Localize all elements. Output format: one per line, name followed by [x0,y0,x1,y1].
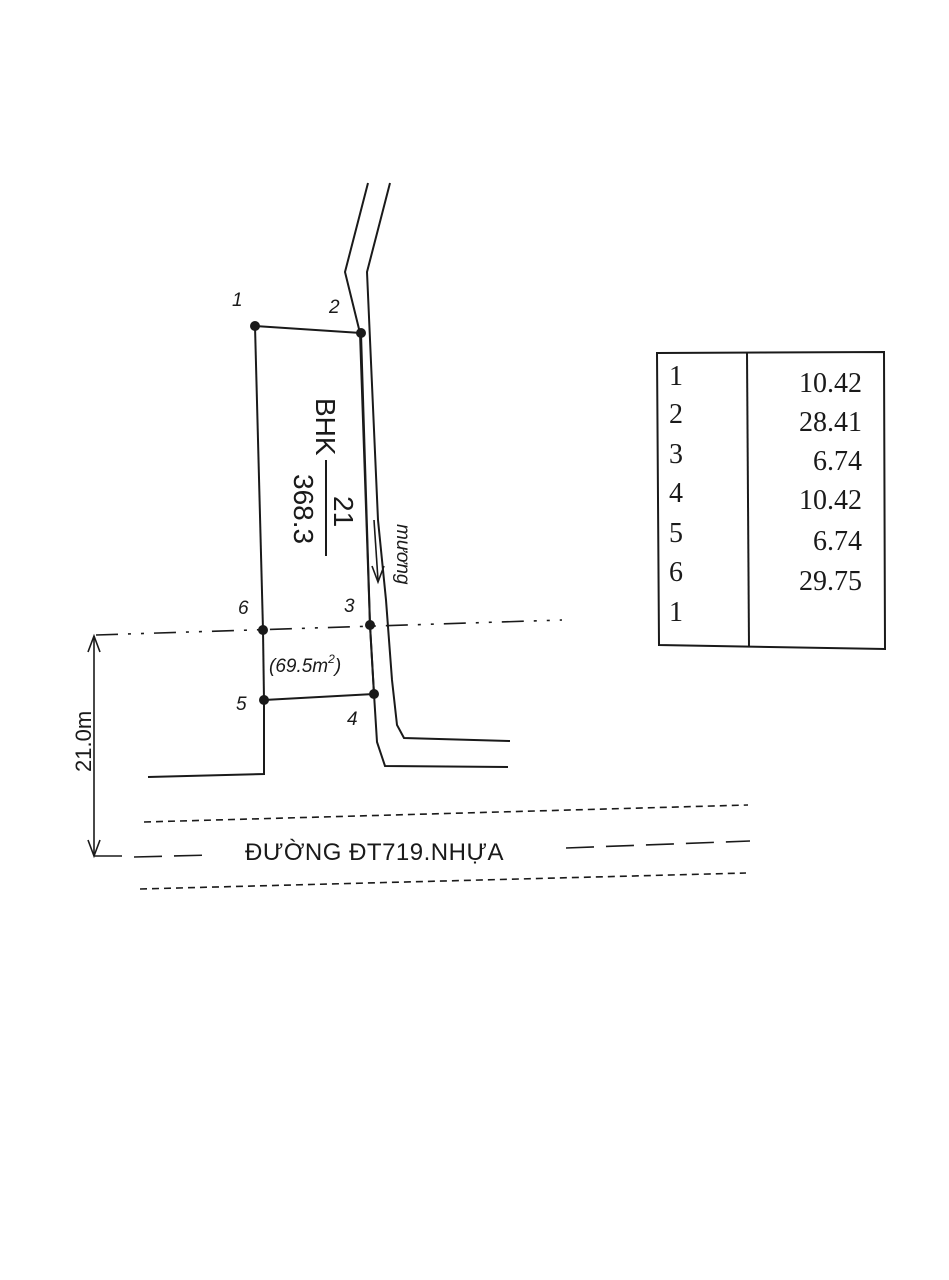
table-point: 6 [669,557,683,588]
road-setback-line [95,619,563,636]
table-length: 6.74 [813,446,862,477]
table-point: 4 [669,478,683,509]
vertex-label-2: 2 [328,297,340,318]
table-point: 1 [669,361,683,392]
parcel-boundary [254,325,375,701]
edge-table-rows: 1 10.42 2 28.41 3 6.74 4 10.42 5 6.74 6 … [669,361,862,628]
vertex-markers [250,321,379,705]
road-centerline-right [565,840,751,849]
road-edge-bottom [139,872,747,890]
setback-label: 21.0m [71,711,96,772]
ditch-label: mương [392,524,413,585]
table-point: 5 [669,518,683,549]
vertex-label-1: 1 [232,290,243,311]
table-length: 28.41 [799,407,862,438]
sub-area-label: (69.5m2) [269,652,341,677]
table-length: 29.75 [799,566,862,597]
table-point: 1 [669,597,683,628]
setback-dimension [87,633,122,859]
edge-length-table [655,350,887,651]
vertex-label-4: 4 [347,709,358,730]
parcel-area: 368.3 [288,474,319,544]
ditch-right-bank [365,182,511,742]
table-length: 10.42 [799,368,862,399]
ditch-flow-arrow [371,519,385,585]
table-length: 6.74 [813,526,862,557]
parcel-number: 21 [328,496,359,527]
table-length: 10.42 [799,485,862,516]
neighbor-boundary [147,700,265,778]
ditch-left-bank [343,182,509,768]
parcel-annotation: BHK 21 368.3 [288,398,359,556]
road-label: ĐƯỜNG ĐT719.NHỰA [245,839,504,866]
parcel-use-code: BHK [310,398,341,456]
table-point: 2 [669,399,683,430]
vertex-label-6: 6 [238,598,249,619]
table-point: 3 [669,439,683,470]
vertex-label-3: 3 [344,596,355,617]
road-centerline-left [133,854,213,858]
vertex-label-5: 5 [236,694,247,715]
road-edge-top [143,804,749,823]
